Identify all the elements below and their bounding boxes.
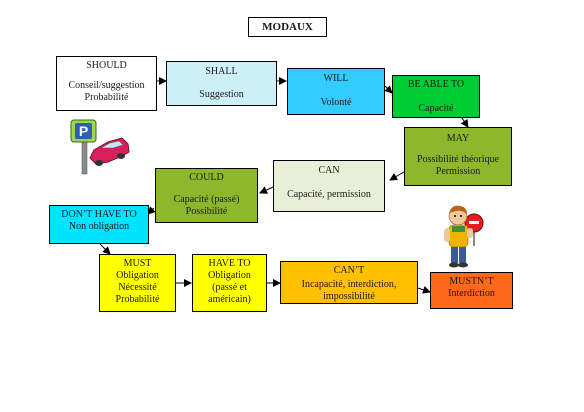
dont-have-to-label: DON’T HAVE TO (61, 209, 137, 220)
can-desc: Capacité, permission (287, 189, 371, 200)
box-should: SHOULD Conseil/suggestion Probabilité (56, 56, 157, 111)
diagram-title: MODAUX (248, 17, 327, 37)
box-can: CAN Capacité, permission (273, 160, 385, 212)
box-will: WILL Volonté (287, 68, 385, 115)
should-label: SHOULD (86, 60, 127, 71)
mustnt-desc: Interdiction (448, 288, 495, 299)
could-desc: Capacité (passé) Possibilité (173, 194, 240, 217)
can-label: CAN (318, 165, 340, 176)
svg-text:P: P (79, 123, 88, 139)
cant-label: CAN’T (333, 265, 365, 276)
cant-desc: Incapacité, interdiction, impossibilité (301, 279, 397, 302)
box-may: MAY Possibilité théorique Permission (404, 127, 512, 186)
will-desc: Volonté (320, 97, 352, 108)
box-cant: CAN’T Incapacité, interdiction, impossib… (280, 261, 418, 304)
arrow-beable-may (460, 117, 469, 128)
may-label: MAY (446, 133, 470, 144)
arrow-will-beable (384, 85, 393, 94)
have-to-label: HAVE TO (208, 258, 251, 269)
arrow-may-can (389, 171, 405, 181)
boy-stop-sign-icon (444, 205, 484, 268)
should-desc: Conseil/suggestion Probabilité (68, 80, 145, 103)
box-shall: SHALL Suggestion (166, 61, 277, 106)
arrow-cant-mustnt (417, 285, 431, 294)
could-label: COULD (189, 172, 224, 183)
arrow-can-could (259, 186, 274, 194)
box-have-to: HAVE TO Obligation (passé et américain) (192, 254, 267, 312)
mustnt-label: MUSTN’T (449, 276, 494, 287)
have-to-desc: Obligation (passé et américain) (208, 270, 251, 305)
be-able-to-label: BE ABLE TO (407, 79, 465, 90)
must-desc: Obligation Nécessité Probabilité (115, 270, 160, 305)
arrow-could-donthave (147, 206, 156, 215)
box-could: COULD Capacité (passé) Possibilité (155, 168, 258, 223)
must-label: MUST (123, 258, 152, 269)
dont-have-to-desc: Non obligation (68, 221, 130, 232)
box-be-able-to: BE ABLE TO Capacité (392, 75, 480, 118)
be-able-to-desc: Capacité (418, 103, 454, 114)
box-mustnt: MUSTN’T Interdiction (430, 272, 513, 309)
box-must: MUST Obligation Nécessité Probabilité (99, 254, 176, 312)
box-dont-have-to: DON’T HAVE TO Non obligation (49, 205, 149, 244)
shall-label: SHALL (205, 66, 238, 77)
parking-car-icon: P (70, 119, 130, 175)
arrow-donthave-must (99, 243, 111, 255)
shall-desc: Suggestion (199, 89, 244, 100)
may-desc: Possibilité théorique Permission (417, 154, 499, 177)
will-label: WILL (323, 73, 349, 84)
